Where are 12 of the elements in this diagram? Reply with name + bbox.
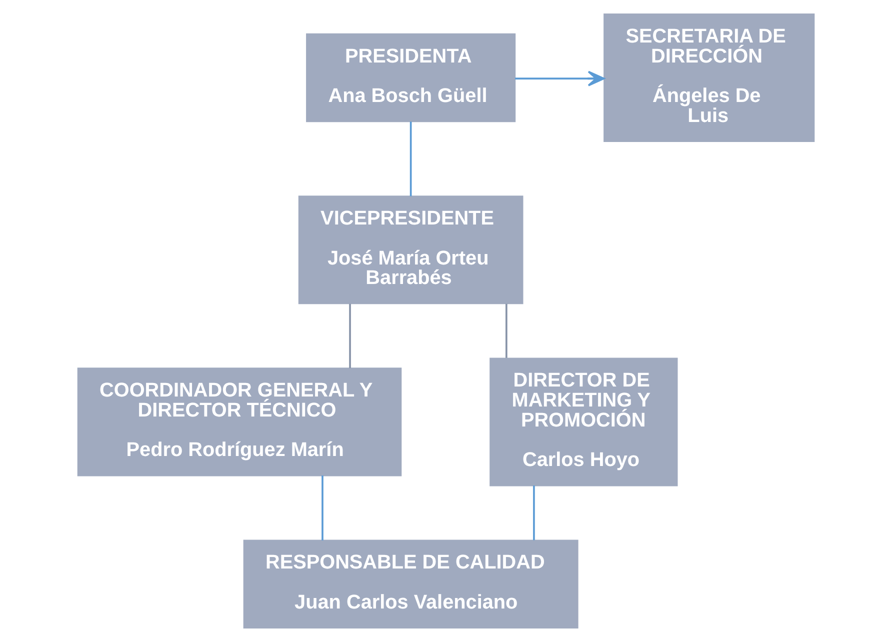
arrow bbox=[514, 70, 604, 86]
connector bbox=[532, 486, 534, 540]
node-box: PRESIDENTA Ana Bosch Güell bbox=[306, 33, 516, 122]
node-box: COORDINADOR GENERAL Y DIRECTOR TÉCNICO Pedro Rodríguez Marín bbox=[76, 368, 402, 476]
node-box: DIRECTOR DE MARKETING Y PROMOCIÓN Carlos Hoyo bbox=[489, 358, 678, 486]
connector bbox=[409, 122, 412, 196]
node-box: VICEPRESIDENTE José María Orteu Barrabés bbox=[298, 196, 523, 304]
connector bbox=[321, 476, 323, 540]
node-box: RESPONSABLE DE CALIDAD Juan Carlos Valenciano bbox=[242, 540, 578, 628]
connector bbox=[348, 304, 350, 368]
connector bbox=[505, 304, 507, 358]
node-box: SECRETARIA DE DIRECCIÓN Ángeles De Luis bbox=[603, 14, 814, 142]
